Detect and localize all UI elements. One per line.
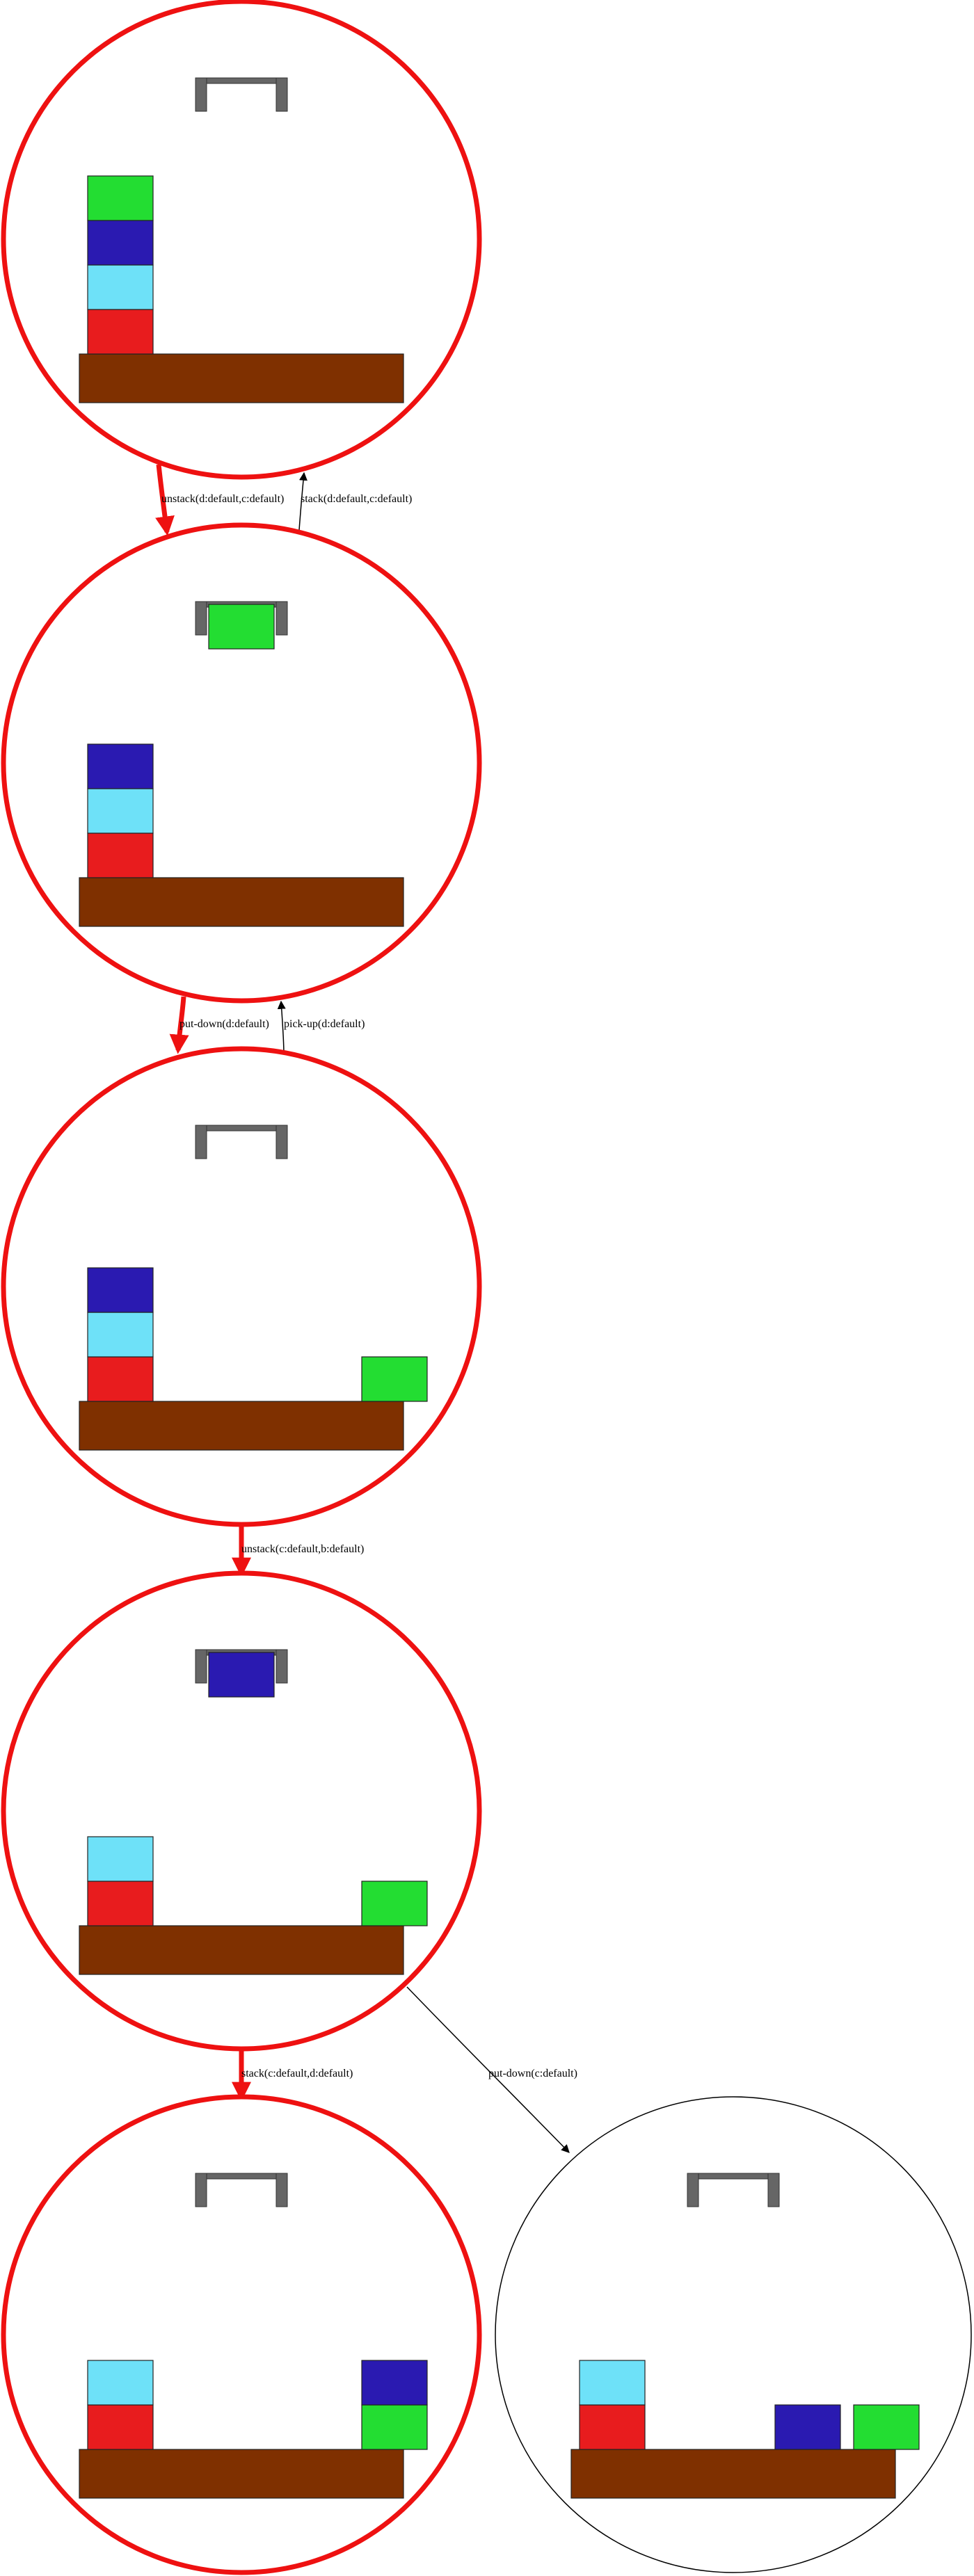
state-s0 — [1, 0, 482, 480]
edge-s1-to-s2 — [169, 996, 189, 1054]
block-blue — [774, 2404, 841, 2450]
edge-label-s1-to-s2: put-down(d:default) — [179, 1018, 269, 1030]
block-green — [361, 1356, 428, 1402]
state-s3 — [1, 1570, 482, 2052]
block-red — [87, 832, 154, 878]
state-s4 — [1, 2094, 482, 2575]
edge-s1-to-s0 — [298, 472, 308, 531]
block-red — [87, 2404, 154, 2450]
gripper — [195, 77, 288, 112]
block-cyan — [579, 2360, 646, 2406]
block-green — [87, 175, 154, 221]
block-cyan — [87, 2360, 154, 2406]
state-circle — [1, 1046, 482, 1527]
block-cyan — [87, 1312, 154, 1358]
edge-label-s0-to-s1: unstack(d:default,c:default) — [161, 493, 284, 505]
held-block-blue — [208, 1652, 275, 1698]
edge-label-s1-to-s0: stack(d:default,c:default) — [301, 493, 412, 505]
gripper — [195, 1125, 288, 1159]
edge-s3-to-s5 — [406, 1986, 570, 2153]
edge-label-s2-to-s1: pick-up(d:default) — [284, 1018, 365, 1030]
block-blue — [87, 220, 154, 266]
block-green — [361, 2404, 428, 2450]
block-red — [579, 2404, 646, 2450]
table — [570, 2449, 896, 2499]
table — [79, 1401, 404, 1451]
edge-label-s3-to-s4: stack(c:default,d:default) — [241, 2068, 353, 2079]
edges-layer — [155, 464, 570, 2153]
edge-s0-to-s1 — [155, 464, 175, 536]
block-red — [87, 309, 154, 355]
block-cyan — [87, 1836, 154, 1882]
block-blue — [87, 743, 154, 789]
held-block-green — [208, 604, 275, 650]
block-green — [853, 2404, 920, 2450]
edge-labels-layer: unstack(d:default,c:default) stack(d:defa… — [161, 493, 577, 2079]
state-circle — [1, 0, 482, 480]
table — [79, 353, 404, 403]
table — [79, 877, 404, 927]
block-blue — [361, 2360, 428, 2406]
state-s1 — [1, 522, 482, 1004]
state-s2 — [1, 1046, 482, 1527]
gripper — [687, 2173, 780, 2207]
gripper — [195, 2173, 288, 2207]
block-red — [87, 1356, 154, 1402]
state-circle — [495, 2096, 972, 2573]
block-blue — [87, 1267, 154, 1313]
edge-label-s3-to-s5: put-down(c:default) — [488, 2068, 577, 2079]
table — [79, 2449, 404, 2499]
state-circle — [1, 522, 482, 1004]
block-green — [361, 1881, 428, 1926]
table — [79, 1925, 404, 1975]
state-s5 — [495, 2096, 972, 2573]
block-cyan — [87, 264, 154, 310]
edge-label-s2-to-s3: unstack(c:default,b:default) — [241, 1543, 364, 1555]
state-circle — [1, 2094, 482, 2575]
state-circle — [1, 1570, 482, 2052]
block-red — [87, 1881, 154, 1926]
block-cyan — [87, 788, 154, 834]
